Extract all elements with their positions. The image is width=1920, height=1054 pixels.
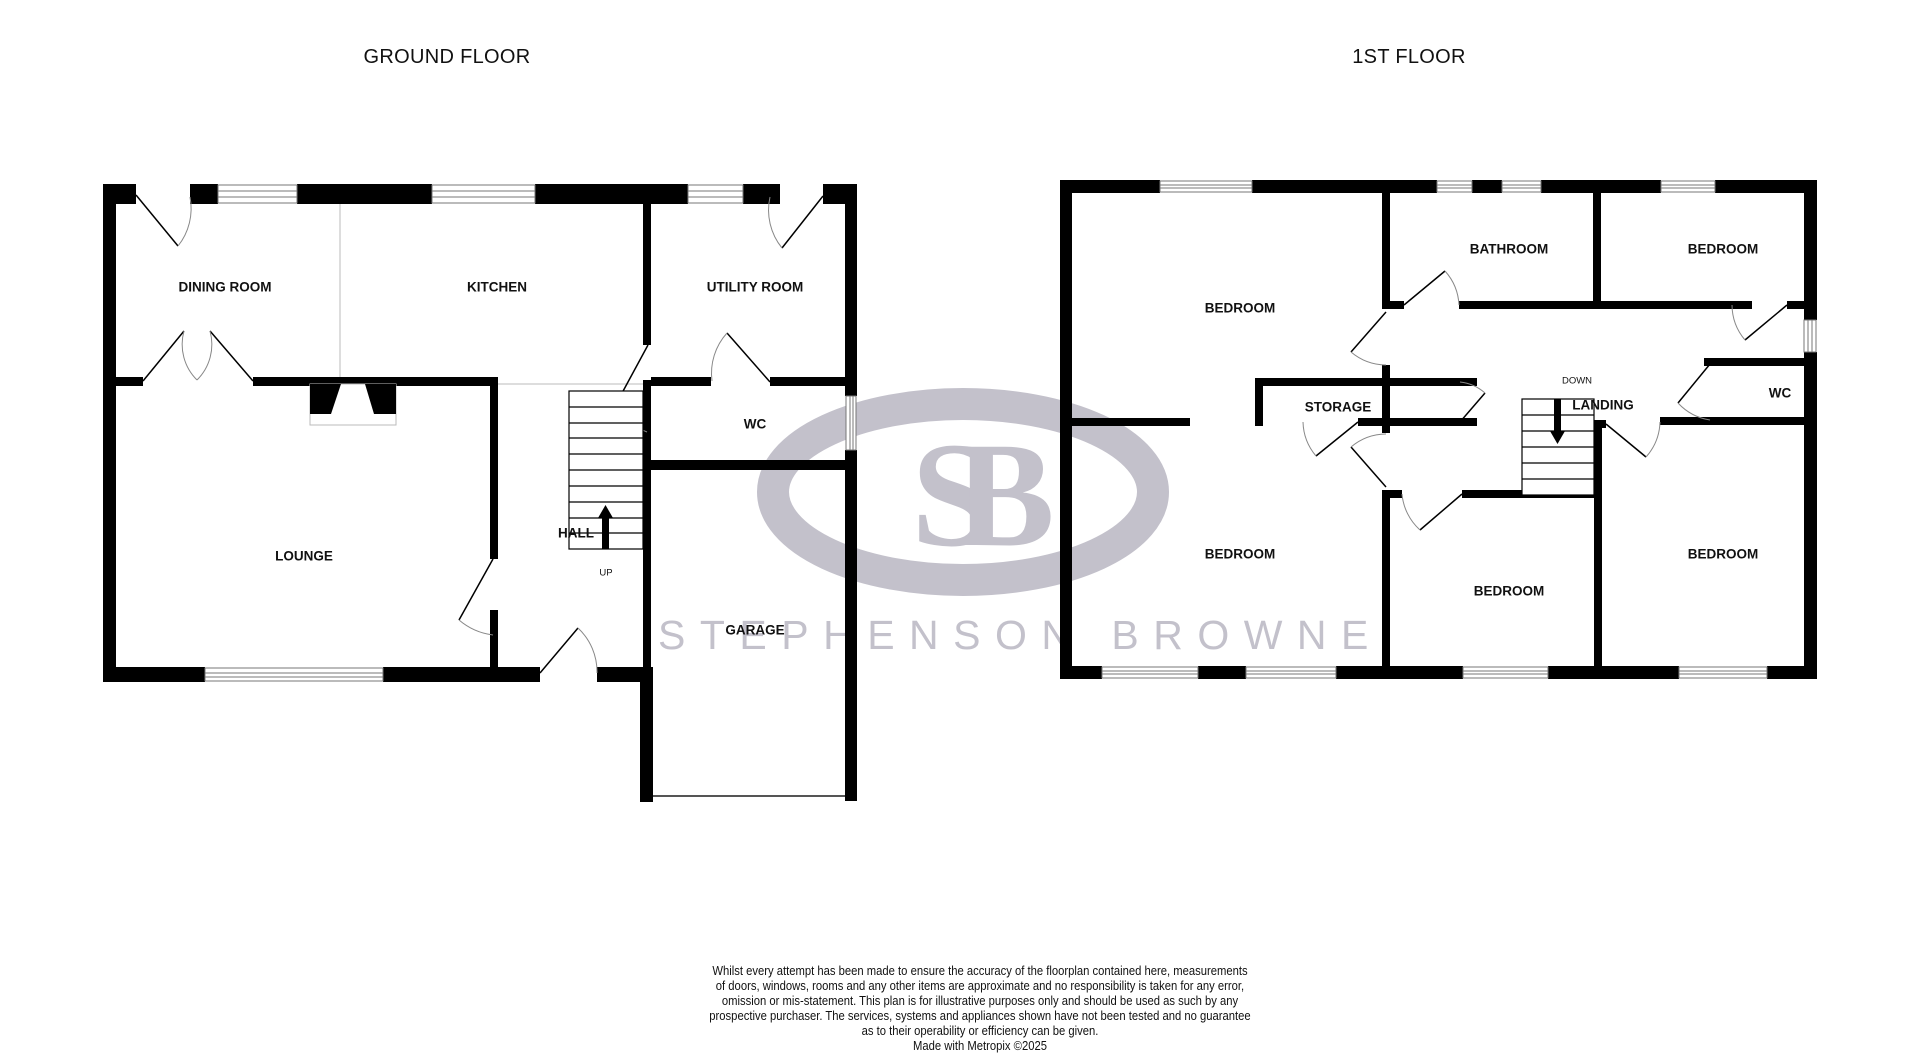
ground-floor-title: GROUND FLOOR: [363, 46, 531, 68]
ground-floor-doors: [135, 194, 824, 674]
disclaimer-line: of doors, windows, rooms and any other i…: [715, 979, 1245, 993]
room-label-wc-first: WC: [1768, 385, 1792, 401]
first-floor-doors: [1302, 270, 1788, 531]
disclaimer-line: Whilst every attempt has been made to en…: [712, 964, 1248, 978]
stairs-down-label: DOWN: [1561, 375, 1593, 387]
ground-floor-windows: [204, 184, 857, 682]
watermark-brand-text: STEPHENSON BROWNE: [658, 612, 1383, 658]
room-label-bedroom-2: BEDROOM: [1687, 241, 1759, 257]
room-label-kitchen: KITCHEN: [467, 279, 527, 295]
room-label-hall: HALL: [558, 525, 594, 541]
first-floor-windows: [1101, 180, 1817, 679]
credit-line: Made with Metropix ©2025: [913, 1039, 1047, 1053]
fireplace-icon: [309, 383, 397, 426]
room-label-storage: STORAGE: [1304, 399, 1372, 415]
stairs-up-arrow-icon: [598, 505, 613, 549]
stairs-up-label: UP: [599, 567, 613, 579]
ground-floor-plan: [103, 184, 857, 802]
first-floor-title: 1ST FLOOR: [1352, 46, 1466, 68]
disclaimer-line: as to their operability or efficiency ca…: [861, 1024, 1099, 1038]
room-label-utility-room: UTILITY ROOM: [706, 279, 804, 295]
disclaimer-line: omission or mis-statement. This plan is …: [721, 994, 1239, 1008]
first-floor-plan: [1060, 180, 1817, 679]
room-label-bedroom-3: BEDROOM: [1204, 546, 1276, 562]
room-label-bedroom-5: BEDROOM: [1687, 546, 1759, 562]
logo-ellipse-icon: [757, 388, 1169, 596]
room-label-wc-ground: WC: [743, 416, 767, 432]
room-label-bedroom-1: BEDROOM: [1204, 300, 1276, 316]
room-label-bedroom-4: BEDROOM: [1473, 583, 1545, 599]
ground-floor-walls: [103, 184, 857, 802]
room-label-bathroom: BATHROOM: [1469, 241, 1549, 257]
stairs-down-arrow-icon: [1550, 399, 1565, 444]
disclaimer: Whilst every attempt has been made to en…: [602, 964, 1358, 1054]
room-label-dining-room: DINING ROOM: [178, 279, 272, 295]
room-label-landing: LANDING: [1572, 397, 1634, 413]
disclaimer-line: prospective purchaser. The services, sys…: [709, 1009, 1251, 1023]
room-label-garage: GARAGE: [725, 622, 785, 638]
room-label-lounge: LOUNGE: [275, 548, 333, 564]
